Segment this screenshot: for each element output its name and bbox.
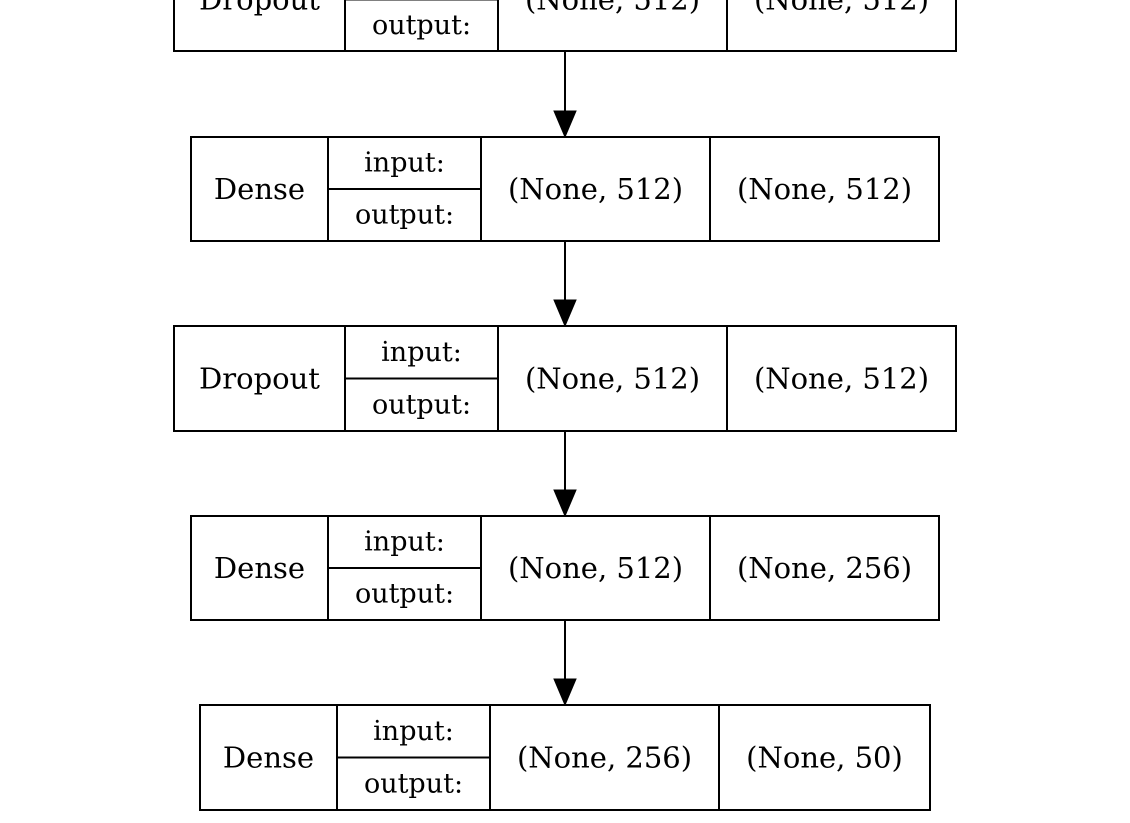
arrowhead-icon: [553, 110, 577, 139]
input-label: input:: [381, 337, 462, 368]
output-shape-label: (None, 256): [737, 551, 912, 585]
output-shape-label: (None, 512): [754, 362, 929, 396]
layer-node-5-dense: Dense input: output: (None, 256) (None, 50): [199, 704, 931, 811]
input-shape-label: (None, 512): [525, 362, 700, 396]
layer-type-label: Dense: [214, 172, 305, 206]
layer-node-box: [173, 0, 957, 52]
layer-node-2-dense: Dense input: output: (None, 512) (None, 512): [190, 136, 940, 242]
arrowhead-icon: [553, 678, 577, 707]
input-shape-label: (None, 256): [517, 741, 692, 775]
output-label: output:: [364, 768, 463, 799]
output-label: output:: [355, 200, 454, 231]
arrowhead-icon: [553, 489, 577, 518]
layer-node-box: [190, 515, 940, 621]
layer-type-label: Dense: [223, 741, 314, 775]
layer-type-label: Dropout: [199, 362, 320, 396]
input-shape-label: (None, 512): [508, 172, 683, 206]
layer-node-box: [173, 325, 957, 432]
output-shape-label: (None, 512): [737, 172, 912, 206]
edges-layer: [553, 51, 577, 707]
edge-arrow-3: [553, 431, 577, 518]
output-label: output:: [355, 579, 454, 610]
input-shape-label: (None, 512): [508, 551, 683, 585]
input-label: input:: [373, 716, 454, 747]
nodes-layer: Dropout input: output: (None, 512) (None, 51…: [173, 0, 957, 811]
layer-node-3-dropout: Dropout input: output: (None, 512) (None, 51…: [173, 325, 957, 432]
layer-type-label: Dropout: [199, 0, 320, 17]
edge-arrow-1: [553, 51, 577, 139]
layer-node-box: [190, 136, 940, 242]
layer-node-box: [199, 704, 931, 811]
output-label: output:: [372, 10, 471, 41]
input-shape-label: (None, 512): [525, 0, 700, 17]
layer-type-label: Dense: [214, 551, 305, 585]
edge-arrow-4: [553, 620, 577, 707]
input-label: input:: [364, 527, 445, 558]
output-shape-label: (None, 512): [754, 0, 929, 17]
edge-arrow-2: [553, 241, 577, 328]
arrowhead-icon: [553, 299, 577, 328]
layer-node-4-dense: Dense input: output: (None, 512) (None, 256): [190, 515, 940, 621]
output-shape-label: (None, 50): [746, 741, 903, 775]
input-label: input:: [364, 148, 445, 179]
output-label: output:: [372, 389, 471, 420]
